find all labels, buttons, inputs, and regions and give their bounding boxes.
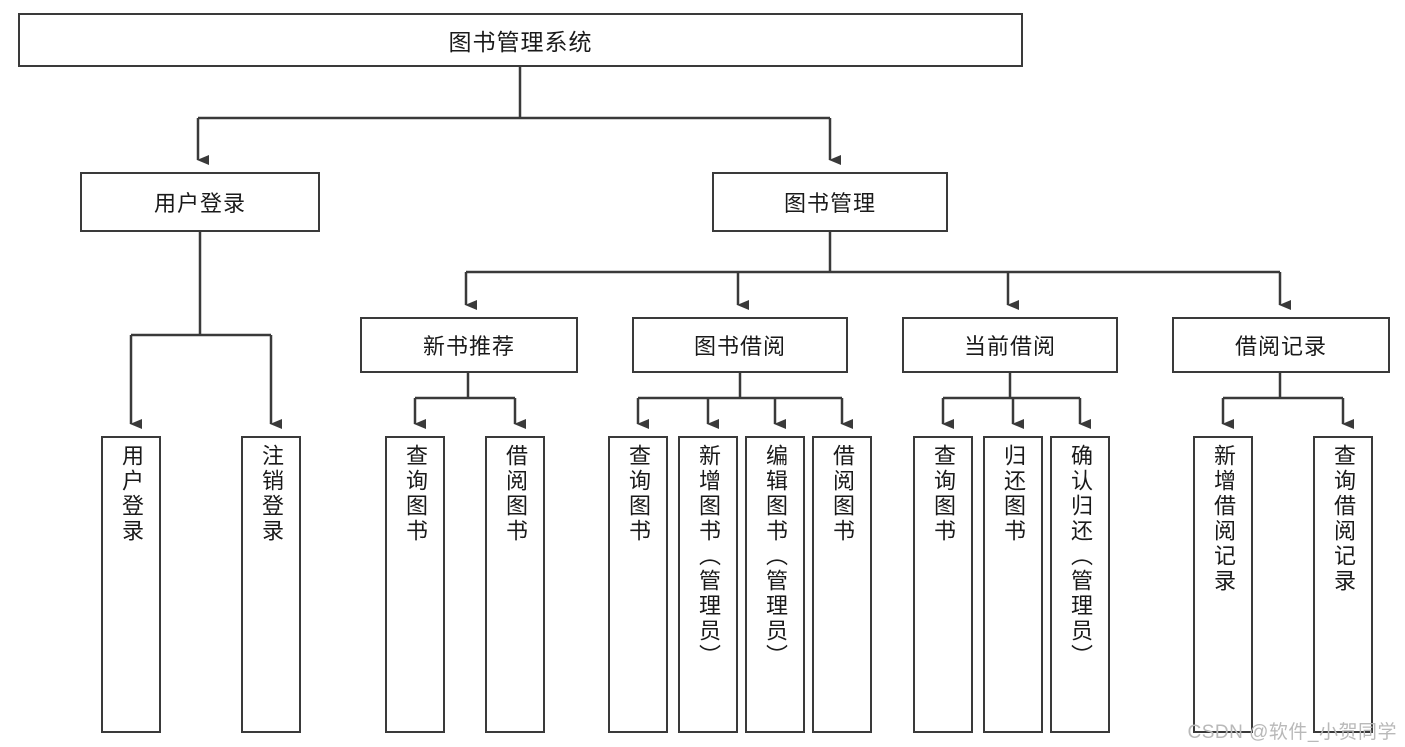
leaf-query-book-current[interactable]: 查询图书: [913, 436, 973, 733]
node-borrow-record[interactable]: 借阅记录: [1172, 317, 1390, 373]
leaf-add-borrow-record-label: 新增借阅记录: [1211, 444, 1236, 594]
node-book-borrow-label: 图书借阅: [693, 334, 786, 359]
node-book-borrow[interactable]: 图书借阅: [632, 317, 848, 373]
node-root[interactable]: 图书管理系统: [18, 13, 1023, 67]
node-new-book-recommend-label: 新书推荐: [422, 334, 515, 359]
leaf-return-book[interactable]: 归还图书: [983, 436, 1043, 733]
leaf-confirm-return-admin[interactable]: 确认归还（管理员）: [1050, 436, 1110, 733]
leaf-query-book-recommend[interactable]: 查询图书: [385, 436, 445, 733]
leaf-borrow-book-label: 借阅图书: [830, 444, 855, 544]
node-new-book-recommend[interactable]: 新书推荐: [360, 317, 578, 373]
leaf-query-book-borrow-label: 查询图书: [626, 444, 651, 544]
node-borrow-record-label: 借阅记录: [1234, 334, 1327, 359]
leaf-user-login-label: 用户登录: [119, 444, 144, 544]
leaf-logout-label: 注销登录: [259, 444, 284, 544]
leaf-query-book-recommend-label: 查询图书: [403, 444, 428, 544]
node-current-borrow-label: 当前借阅: [963, 334, 1056, 359]
leaf-return-book-label: 归还图书: [1001, 444, 1026, 544]
leaf-borrow-book-recommend-label: 借阅图书: [503, 444, 528, 544]
node-user-login[interactable]: 用户登录: [80, 172, 320, 232]
leaf-add-book-admin[interactable]: 新增图书（管理员）: [678, 436, 738, 733]
leaf-logout[interactable]: 注销登录: [241, 436, 301, 733]
leaf-user-login[interactable]: 用户登录: [101, 436, 161, 733]
node-current-borrow[interactable]: 当前借阅: [902, 317, 1118, 373]
leaf-edit-book-admin[interactable]: 编辑图书（管理员）: [745, 436, 805, 733]
leaf-add-book-admin-label: 新增图书（管理员）: [696, 444, 721, 669]
leaf-query-book-borrow[interactable]: 查询图书: [608, 436, 668, 733]
leaf-edit-book-admin-label: 编辑图书（管理员）: [763, 444, 788, 669]
node-book-management[interactable]: 图书管理: [712, 172, 948, 232]
leaf-borrow-book[interactable]: 借阅图书: [812, 436, 872, 733]
leaf-borrow-book-recommend[interactable]: 借阅图书: [485, 436, 545, 733]
watermark-text: CSDN @软件_小贺同学: [1187, 722, 1397, 743]
leaf-query-borrow-record-label: 查询借阅记录: [1331, 444, 1356, 594]
leaf-query-borrow-record[interactable]: 查询借阅记录: [1313, 436, 1373, 733]
node-root-label: 图书管理系统: [448, 29, 593, 55]
node-user-login-label: 用户登录: [153, 191, 246, 216]
leaf-confirm-return-admin-label: 确认归还（管理员）: [1068, 444, 1093, 669]
node-book-management-label: 图书管理: [783, 191, 876, 216]
leaf-add-borrow-record[interactable]: 新增借阅记录: [1193, 436, 1253, 733]
leaf-query-book-current-label: 查询图书: [931, 444, 956, 544]
